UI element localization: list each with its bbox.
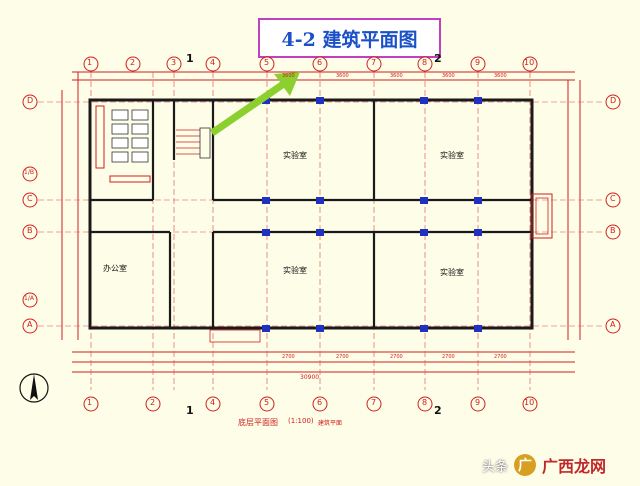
room-label-lab: 实验室 [440, 151, 464, 160]
dim-top: 3600 [390, 73, 403, 79]
section-mark-top-right: 2 [434, 52, 442, 65]
watermark-site: 广西龙网 [542, 457, 607, 476]
dim-bottom: 2700 [282, 354, 295, 360]
grid-top-label: 5 [264, 58, 270, 67]
grid-bottom-label: 2 [150, 398, 156, 407]
grid-right-label: C [610, 194, 616, 203]
drawing-caption: 底层平面图 [238, 418, 278, 427]
grid-top-label: 9 [475, 58, 481, 67]
grid-top-label: 2 [130, 58, 136, 67]
dim-bottom: 2700 [442, 354, 455, 360]
grid-left-label: C [27, 194, 33, 203]
dim-total: 30900 [300, 374, 320, 381]
dim-bottom: 2700 [390, 354, 403, 360]
grid-top-label: 8 [422, 58, 428, 67]
grid-left-label: 1/B [24, 169, 34, 176]
grid-left-label: B [27, 226, 33, 235]
page-title: 4-2 建筑平面图 [281, 28, 418, 51]
grid-left-label: 1/A [24, 295, 34, 302]
north-arrow-icon [19, 373, 49, 403]
room-label-lab: 实验室 [440, 268, 464, 277]
grid-right-label: A [610, 320, 616, 329]
grid-bottom-label: 8 [422, 398, 428, 407]
room-label-lab: 实验室 [283, 266, 307, 275]
watermark: 头条 广 广西龙网 [482, 450, 640, 480]
dim-top: 3600 [336, 73, 349, 79]
page-title-box: 4-2 建筑平面图 [258, 18, 441, 58]
watermark-logo-icon: 广 [514, 454, 537, 476]
grid-bottom-label: 9 [475, 398, 481, 407]
section-mark-bottom-left: 1 [186, 404, 194, 417]
grid-bottom-label: 4 [210, 398, 216, 407]
drawing-scale-note: 建筑平面 [318, 420, 343, 427]
watermark-prefix: 头条 [482, 459, 509, 475]
dim-top: 3600 [282, 73, 295, 79]
room-label-lab: 实验室 [283, 151, 307, 160]
section-mark-top-left: 1 [186, 52, 194, 65]
grid-bottom-label: 1 [87, 398, 93, 407]
dim-top: 3600 [442, 73, 455, 79]
grid-top-label: 1 [87, 58, 93, 67]
grid-left-label: D [27, 96, 34, 105]
section-mark-bottom-right: 2 [434, 404, 442, 417]
room-label-office: 办公室 [103, 264, 127, 273]
grid-top-label: 3 [171, 58, 177, 67]
grid-top-label: 7 [371, 58, 377, 67]
dim-bottom: 2700 [494, 354, 507, 360]
grid-top-label: 4 [210, 58, 216, 67]
grid-right-label: B [610, 226, 616, 235]
grid-bottom-label: 5 [264, 398, 270, 407]
drawing-scale: (1:100) [288, 417, 314, 425]
dim-bottom: 2700 [336, 354, 349, 360]
grid-top-label: 10 [524, 58, 535, 67]
grid-bottom-label: 7 [371, 398, 377, 407]
grid-left-label: A [27, 320, 33, 329]
grid-bottom-label: 6 [317, 398, 323, 407]
grid-bottom-label: 10 [524, 398, 535, 407]
grid-right-label: D [610, 96, 617, 105]
dim-top: 3600 [494, 73, 507, 79]
grid-top-label: 6 [317, 58, 323, 67]
